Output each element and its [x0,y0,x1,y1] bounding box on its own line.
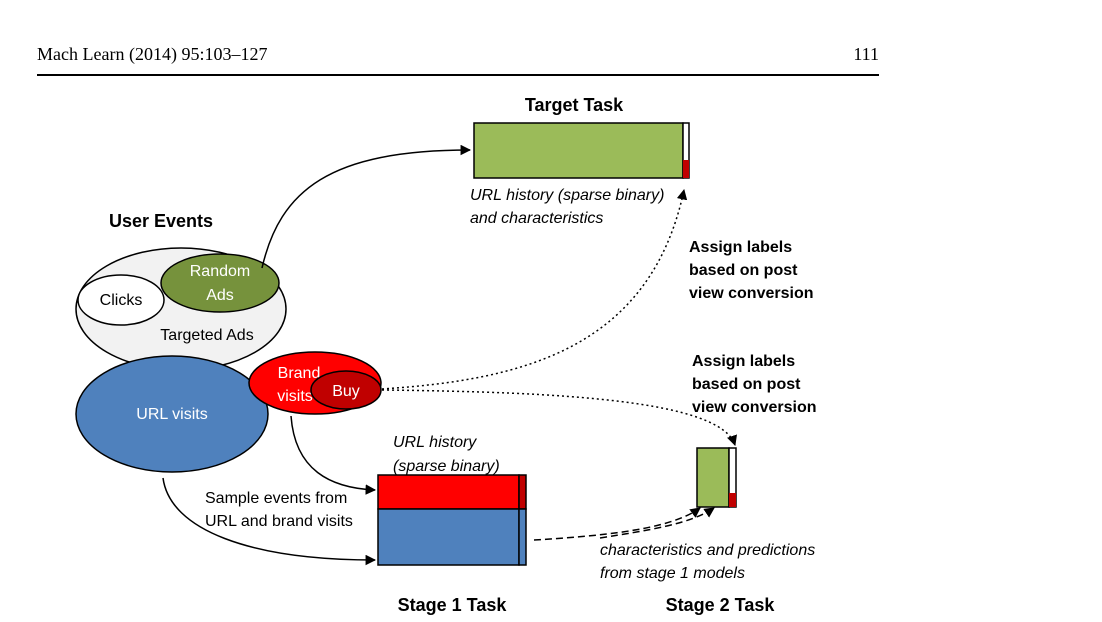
targeted-ads-label: Targeted Ads [160,327,253,344]
random-ads-label-line1: Random [190,263,250,280]
running-header: Mach Learn (2014) 95:103–127 111 [37,42,879,76]
page-number: 111 [853,44,879,64]
stage2-label-positive [729,493,736,507]
stage2-features-line2: from stage 1 models [600,565,745,582]
clicks-label: Clicks [100,292,143,309]
brand-visits-label-line1: Brand [278,365,321,382]
arrow-random-ads-to-target [261,144,472,269]
clicks-ellipse [77,274,165,326]
stage1-url-label-column [518,508,527,566]
assign-labels-top-line2: based on post [689,262,798,279]
assign-labels-bottom-line3: view conversion [692,399,817,416]
journal-citation: Mach Learn (2014) 95:103–127 [37,44,268,64]
assign-labels-top-line3: view conversion [689,285,814,302]
arrow-stage1-to-stage2-a [533,507,701,541]
arrow-url-visits-to-stage1 [162,477,377,566]
stage1-task-title: Stage 1 Task [398,595,508,615]
stage1-url-matrix [377,508,520,566]
random-ads-ellipse [160,253,280,313]
target-task-label-positive [683,160,689,178]
url-visits-label: URL visits [136,406,207,423]
stage1-brand-label-column [518,474,527,510]
arrow-brand-visits-to-stage1 [290,415,377,495]
sample-events-line2: URL and brand visits [205,513,353,530]
arrow-stage1-to-stage2-b [599,507,715,539]
target-task-matrix [473,122,684,179]
user-events-title: User Events [109,211,213,231]
arrow-buy-to-target-labels [381,188,688,390]
stage2-task-title: Stage 2 Task [666,595,776,615]
buy-ellipse [310,370,382,410]
target-task-title: Target Task [525,95,624,115]
assign-labels-bottom-line2: based on post [692,376,801,393]
stage1-url-history-line1: URL history [393,434,477,451]
stage1-brand-matrix [377,474,520,510]
stage2-features-line1: characteristics and predictions [600,542,815,559]
buy-label: Buy [332,383,360,400]
sample-events-line1: Sample events from [205,490,347,507]
random-ads-label-line2: Ads [206,287,234,304]
stage2-task-matrix [696,447,730,508]
target-characteristics-caption: and characteristics [470,210,603,227]
stage1-url-history-line2: (sparse binary) [393,458,500,475]
brand-visits-label-line2: visits [277,388,313,405]
target-url-history-caption: URL history (sparse binary) [470,187,664,204]
assign-labels-bottom-line1: Assign labels [692,353,795,370]
assign-labels-top-line1: Assign labels [689,239,792,256]
url-visits-ellipse [75,355,269,473]
